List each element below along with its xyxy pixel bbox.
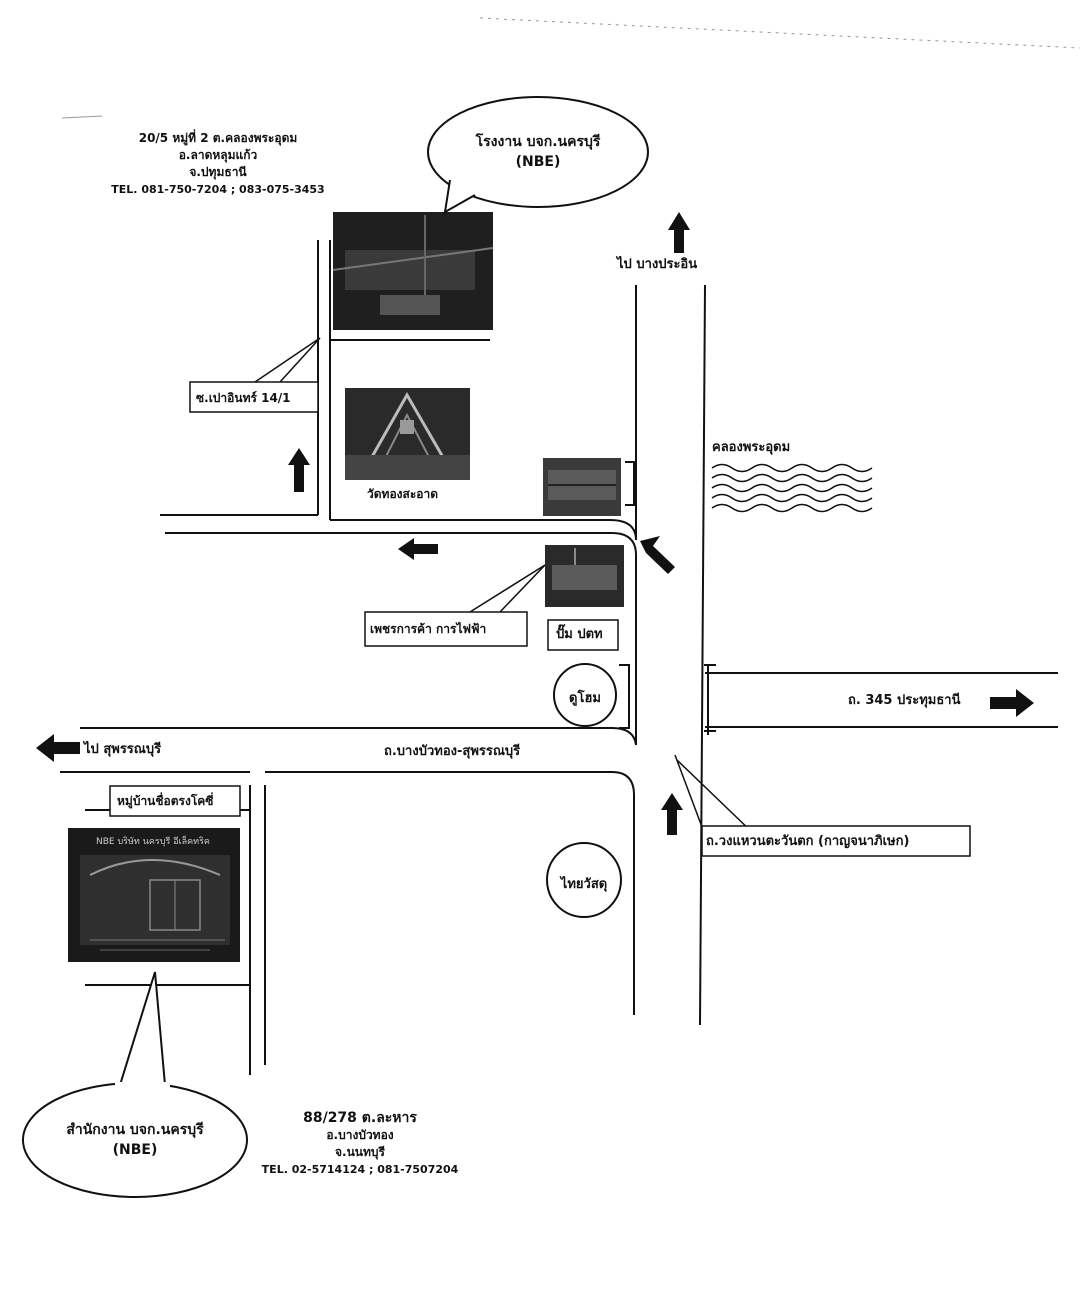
office-photo-caption: NBE บริษัท นครบุรี อีเล็คทริค (96, 837, 210, 847)
arrow-up-lower (661, 793, 683, 835)
arrows (36, 212, 1034, 835)
factory-address-line-1: 20/5 หมู่ที่ 2 ต.คลองพระอุดม (138, 131, 298, 145)
canal-waves (711, 463, 873, 513)
phetcharakarn-label: เพชรการค้า การไฟฟ้า (370, 622, 487, 636)
du-som-circle (553, 663, 617, 727)
office-tel: TEL. 02-5714124 ; 081-7507204 (261, 1163, 459, 1176)
office-bubble-text: สำนักงาน บจก.นครบุรี (NBE) (30, 1120, 240, 1160)
office-code: (NBE) (112, 1142, 158, 1158)
to-suphan-label: ไป สุพรรณบุรี (84, 742, 162, 757)
du-som-label: ดูโฮม (569, 691, 601, 706)
temple-label: วัดทองสะอาด (367, 487, 439, 501)
local-road-bottom-edge (165, 532, 637, 556)
factory-address: 20/5 หมู่ที่ 2 ต.คลองพระอุดม อ.ลาดหลุมแก… (108, 130, 328, 198)
village-label-box (109, 785, 241, 817)
village-label: หมู่บ้านชื่อตรงโคซี่ (117, 794, 214, 808)
ptt-label-box (547, 619, 619, 651)
office-bubble-tail (119, 971, 166, 1086)
factory-bubble (427, 96, 649, 208)
ring-road-label-box (701, 825, 971, 857)
phetcharakarn-label-box (364, 611, 528, 647)
road-345-label: ถ. 345 ประทุมธานี (848, 693, 961, 708)
factory-photo (332, 212, 494, 330)
arrow-up-soi (288, 448, 310, 492)
main-road-label: ถ.บางบัวทอง-สุพรรณบุรี (384, 744, 521, 759)
temple-photo (345, 388, 470, 480)
office-address-line-3: จ.นนทบุรี (335, 1145, 385, 1159)
arrow-left-suphan (36, 734, 80, 762)
factory-address-line-2: อ.ลาดหลุมแก้ว (178, 148, 258, 162)
factory-tel: TEL. 081-750-7204 ; 083-075-3453 (111, 183, 325, 196)
factory-code: (NBE) (515, 154, 561, 170)
main-road-bottom-edge (265, 771, 635, 796)
arrow-left-local-road (398, 538, 438, 560)
local-road-top-edge-2 (330, 519, 637, 541)
soi-label-box (189, 381, 319, 413)
roads (60, 240, 1058, 1075)
office-name: สำนักงาน บจก.นครบุรี (66, 1122, 204, 1138)
office-address: 88/278 ต.ละหาร อ.บางบัวทอง จ.นนทบุรี TEL… (255, 1110, 465, 1178)
ring-road-edge (699, 284, 706, 1026)
factory-address-line-3: จ.ปทุมธานี (189, 165, 247, 179)
arrow-diagonal-ring-road (640, 536, 675, 574)
thai-watsadu-label: ไทยวัสดุ (560, 877, 608, 892)
soi-label: ซ.เปาอินทร์ 14/1 (196, 391, 291, 405)
canal-label: คลองพระอุดม (712, 440, 791, 455)
main-road-top-edge (80, 727, 637, 746)
building-photo (543, 458, 621, 516)
arrow-right-345 (990, 689, 1034, 717)
office-address-line-1: 88/278 ต.ละหาร (303, 1110, 417, 1126)
factory-name: โรงงาน บจก.นครบุรี (475, 134, 601, 150)
ptt-label: ปั๊ม ปตท (556, 627, 603, 642)
office-photo (68, 828, 240, 962)
scan-edge-marks (61, 17, 1081, 119)
arrow-up-bang-prain (668, 212, 690, 253)
office-address-line-2: อ.บางบัวทอง (326, 1128, 394, 1142)
ring-road-label: ถ.วงแหวนตะวันตก (กาญจนาภิเษก) (706, 834, 910, 849)
factory-bubble-tail (443, 179, 476, 214)
phetcharakarn-photo (545, 545, 624, 607)
thai-watsadu-circle (546, 842, 622, 918)
to-bang-prain-label: ไป บางประอิน (617, 257, 698, 272)
factory-bubble-text: โรงงาน บจก.นครบุรี (NBE) (428, 132, 648, 172)
